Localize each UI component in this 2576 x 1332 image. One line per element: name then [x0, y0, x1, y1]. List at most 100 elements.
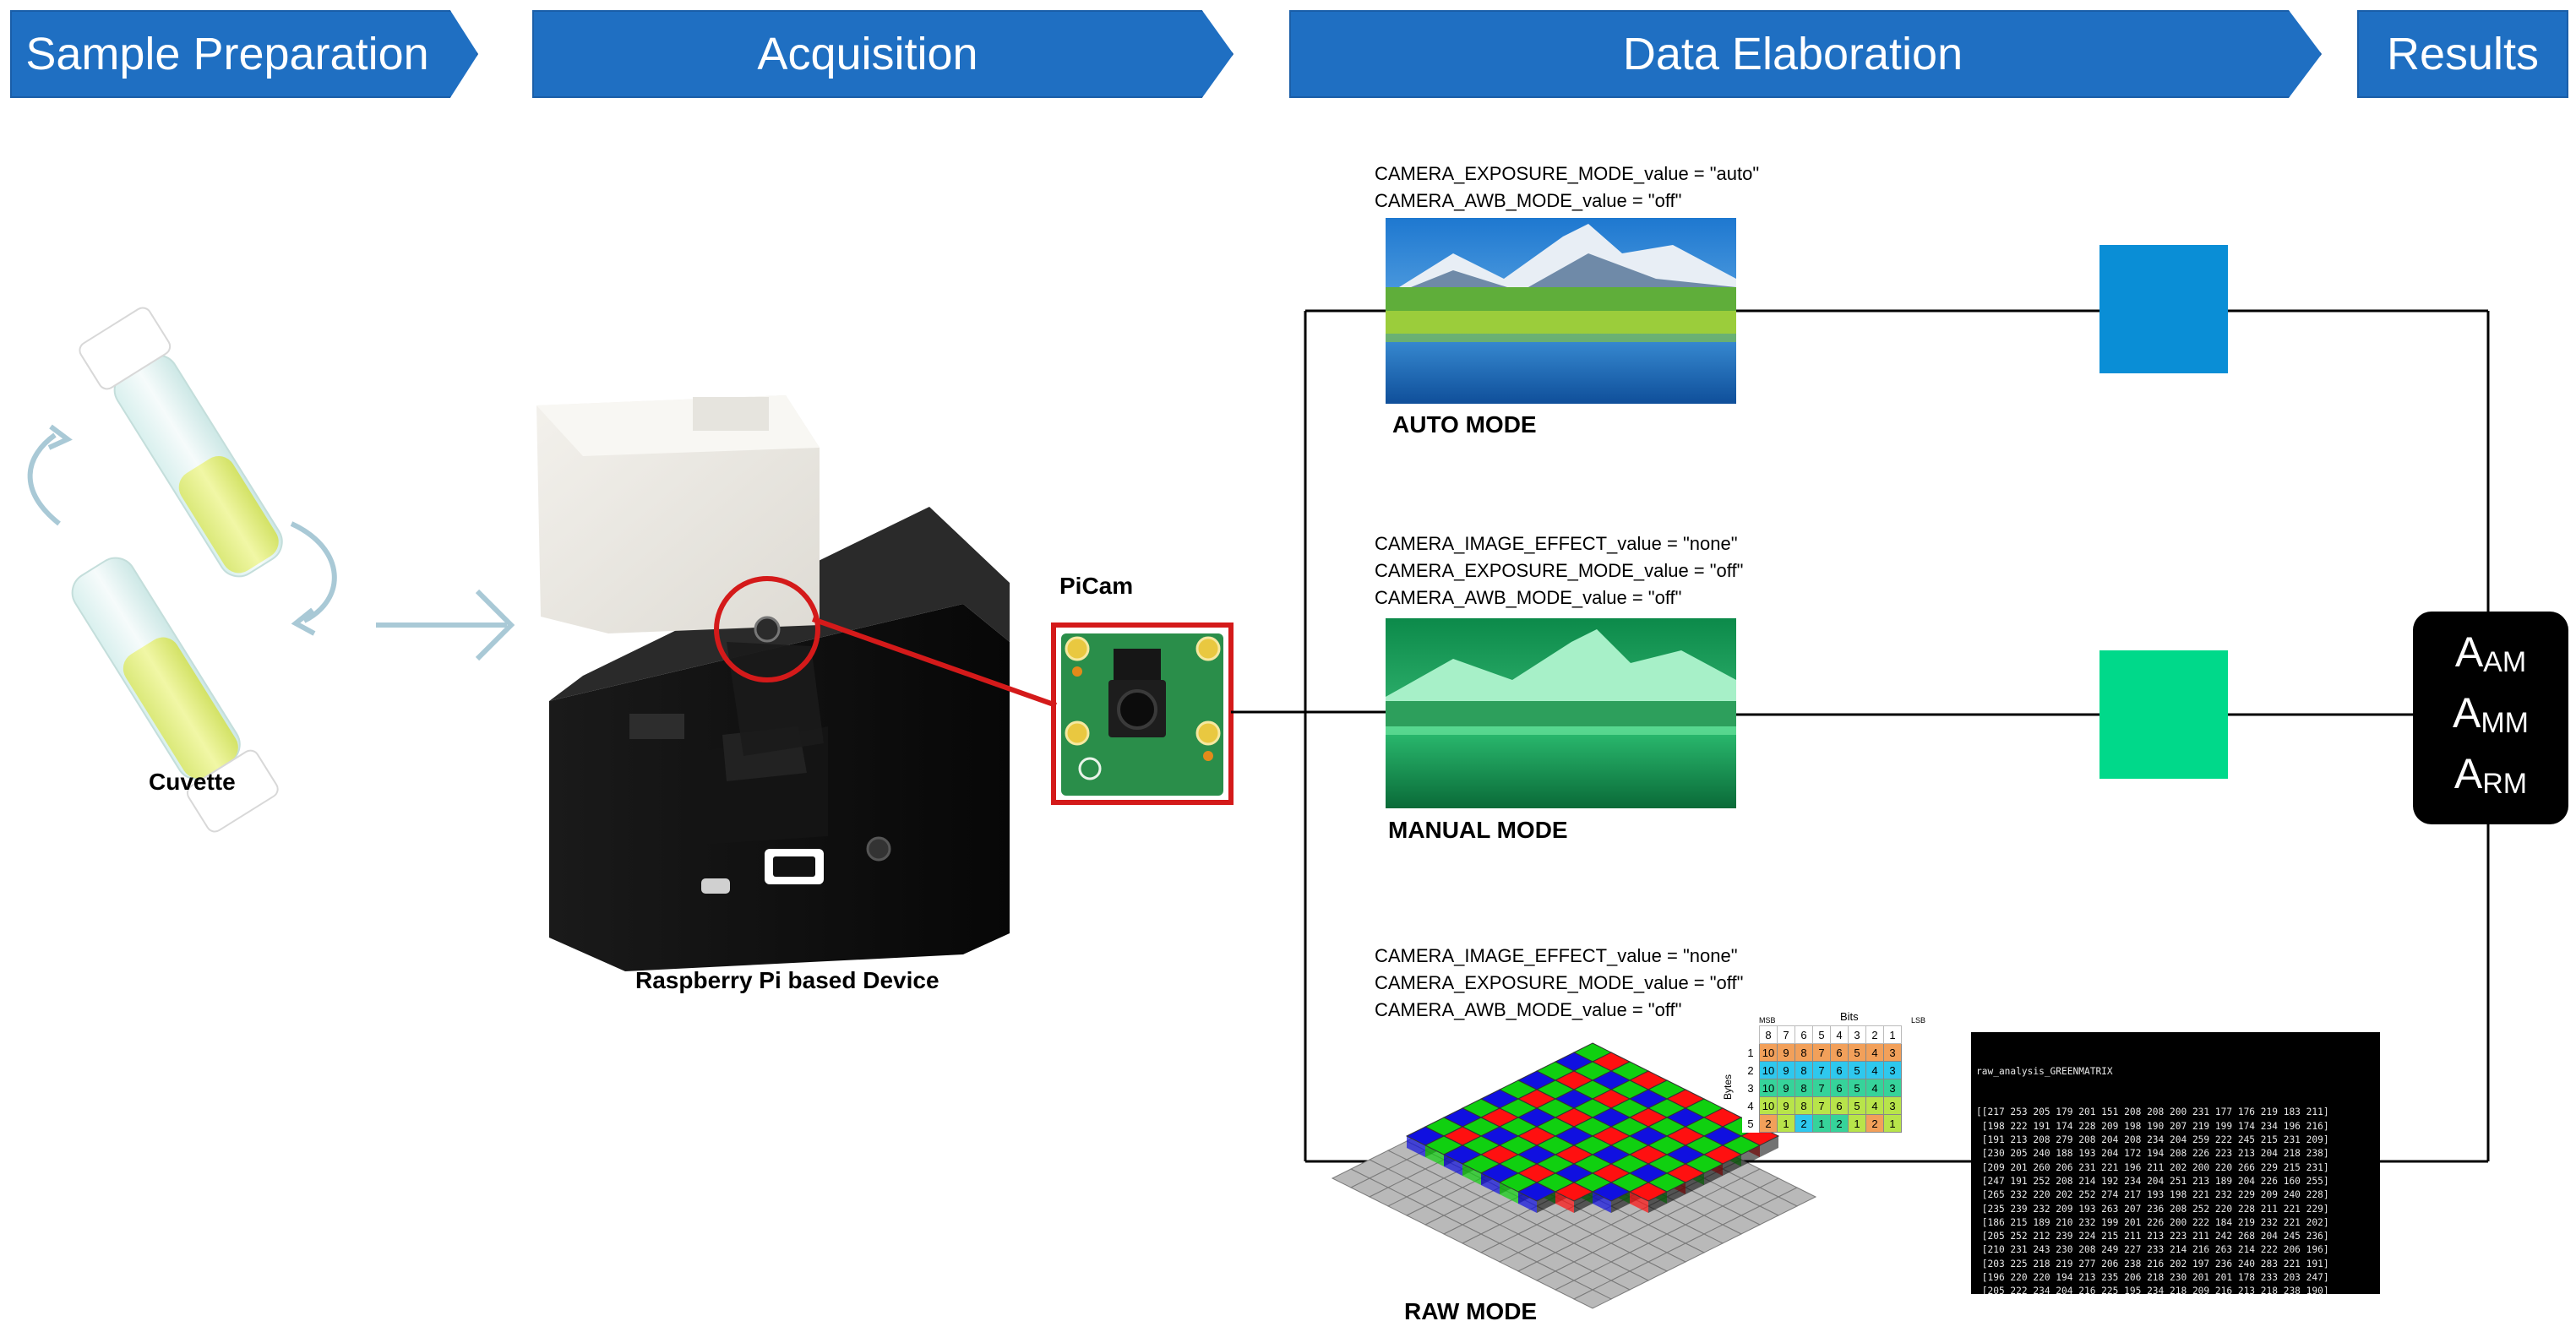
auto-mode-image [1386, 218, 1736, 404]
result-base: A [2453, 750, 2483, 797]
auto-mode-color-box [2099, 245, 2228, 373]
result-base: A [2454, 628, 2484, 676]
bit-cell: 2 [1830, 1114, 1849, 1133]
matrix-row: [203 225 218 219 277 206 238 216 202 197… [1976, 1258, 2329, 1269]
bit-cell: 7 [1812, 1043, 1831, 1062]
matrix-row: [198 222 191 174 228 209 198 190 207 219… [1976, 1120, 2329, 1132]
bit-cell: 8 [1794, 1096, 1813, 1115]
bayer-cell-side [1407, 1136, 1425, 1157]
matrix-row: [186 215 189 210 232 199 201 226 200 222… [1976, 1216, 2329, 1228]
bit-cell: 4 [1865, 1079, 1884, 1097]
bit-cell: 5 [1848, 1061, 1866, 1079]
config-line: CAMERA_EXPOSURE_MODE_value = "off" [1375, 972, 1744, 993]
picam-board [1051, 623, 1234, 805]
bit-cell: 8 [1794, 1079, 1813, 1097]
bayer-cell [1591, 1182, 1631, 1202]
result-subscript: AM [2483, 646, 2527, 678]
byte-label: 1 [1742, 1043, 1760, 1062]
bit-cell: 4 [1865, 1043, 1884, 1062]
stage-label: Results [2386, 29, 2540, 79]
bit-cell: 1 [1883, 1114, 1902, 1133]
sensor-base-cell [1572, 1289, 1613, 1309]
bit-header: 3 [1848, 1025, 1866, 1044]
config-line: CAMERA_EXPOSURE_MODE_value = "off" [1375, 560, 1744, 581]
matrix-row: [230 205 240 188 193 204 172 194 208 226… [1976, 1148, 2329, 1160]
bit-cell: 6 [1830, 1061, 1849, 1079]
auto-mode-label: AUTO MODE [1392, 411, 1537, 438]
green-matrix-output: raw_analysis_GREENMATRIX [[217 253 205 1… [1971, 1032, 2380, 1294]
bayer-cell-side [1574, 1192, 1593, 1213]
bayer-cell [1517, 1182, 1557, 1202]
matrix-title: raw_analysis_GREENMATRIX [1976, 1065, 2113, 1077]
matrix-row: [205 222 234 204 216 225 195 234 218 209… [1976, 1286, 2329, 1294]
bayer-cell-side [1704, 1164, 1723, 1185]
manual-mode-image [1386, 618, 1736, 808]
bit-cell: 3 [1883, 1043, 1902, 1062]
results-box: AAM AMM ARM [2413, 612, 2568, 824]
bit-cell: 10 [1759, 1043, 1778, 1062]
stage-label: Acquisition [757, 29, 978, 79]
bits-title: Bits [1840, 1010, 1859, 1023]
bayer-cell-side [1444, 1155, 1462, 1176]
raw-mode-config: CAMERA_IMAGE_EFFECT_value = "none" CAMER… [1375, 943, 1743, 1024]
bit-header: 2 [1865, 1025, 1884, 1044]
manual-mode-label: MANUAL MODE [1388, 817, 1568, 843]
result-item: AAM [2455, 627, 2526, 688]
bit-header: 4 [1830, 1025, 1849, 1044]
config-line: CAMERA_IMAGE_EFFECT_value = "none" [1375, 533, 1738, 554]
result-subscript: RM [2482, 768, 2528, 800]
bayer-sensor-grid [1331, 1042, 1817, 1309]
byte-label: 4 [1742, 1096, 1760, 1115]
result-item: ARM [2454, 748, 2527, 809]
bit-cell: 8 [1794, 1043, 1813, 1062]
bit-cell: 7 [1812, 1079, 1831, 1097]
bit-header: 7 [1777, 1025, 1795, 1044]
stage-data-elaboration: Data Elaboration [1289, 10, 2322, 98]
cuvette-label: Cuvette [149, 769, 236, 795]
bit-cell: 6 [1830, 1043, 1849, 1062]
matrix-row: [205 252 212 239 224 215 211 213 223 211… [1976, 1231, 2329, 1242]
bayer-cell-side [1648, 1192, 1667, 1213]
bits-msb-label: MSB [1759, 1016, 1776, 1025]
matrix-row: [235 239 232 209 193 263 207 236 208 252… [1976, 1203, 2329, 1215]
stage-sample-preparation: Sample Preparation [10, 10, 478, 98]
bit-cell: 3 [1883, 1061, 1902, 1079]
picam-label: PiCam [1059, 573, 1134, 599]
matrix-row: [191 213 208 279 208 204 208 234 204 259… [1976, 1134, 2329, 1146]
manual-mode-config: CAMERA_IMAGE_EFFECT_value = "none" CAMER… [1375, 530, 1743, 612]
bit-cell: 3 [1883, 1096, 1902, 1115]
bit-cell: 10 [1759, 1061, 1778, 1079]
auto-mode-config: CAMERA_EXPOSURE_MODE_value = "auto" CAME… [1375, 160, 1759, 215]
matrix-row: [[217 253 205 179 201 151 208 208 200 23… [1976, 1106, 2329, 1118]
bayer-cell-side [1593, 1192, 1611, 1213]
bit-cell: 10 [1759, 1096, 1778, 1115]
bayer-cell-side [1611, 1192, 1630, 1213]
bit-cell: 4 [1865, 1096, 1884, 1115]
result-base: A [2452, 689, 2481, 737]
stage-acquisition: Acquisition [532, 10, 1234, 98]
bayer-cell-side [1760, 1136, 1778, 1157]
bit-cell: 9 [1777, 1043, 1795, 1062]
cuvette-illustration [27, 307, 337, 833]
bit-cell: 9 [1777, 1079, 1795, 1097]
matrix-row: [196 220 220 194 213 235 206 218 230 201… [1976, 1272, 2329, 1284]
bit-cell: 4 [1865, 1061, 1884, 1079]
byte-label: 3 [1742, 1079, 1760, 1097]
device-label: Raspberry Pi based Device [635, 967, 939, 993]
stage-results: Results [2357, 10, 2568, 98]
bit-header: 8 [1759, 1025, 1778, 1044]
bit-cell: 8 [1794, 1061, 1813, 1079]
stage-label: Data Elaboration [1622, 29, 1963, 79]
bit-cell: 9 [1777, 1096, 1795, 1115]
bit-cell: 7 [1812, 1061, 1831, 1079]
bayer-cell-side [1537, 1192, 1555, 1213]
config-line: CAMERA_IMAGE_EFFECT_value = "none" [1375, 945, 1738, 966]
bayer-cell-side [1481, 1173, 1500, 1194]
matrix-row: [210 231 243 230 208 249 227 233 214 216… [1976, 1244, 2329, 1256]
bit-cell: 7 [1812, 1096, 1831, 1115]
flow-arrow [376, 589, 515, 661]
bayer-cell-side [1741, 1145, 1760, 1166]
